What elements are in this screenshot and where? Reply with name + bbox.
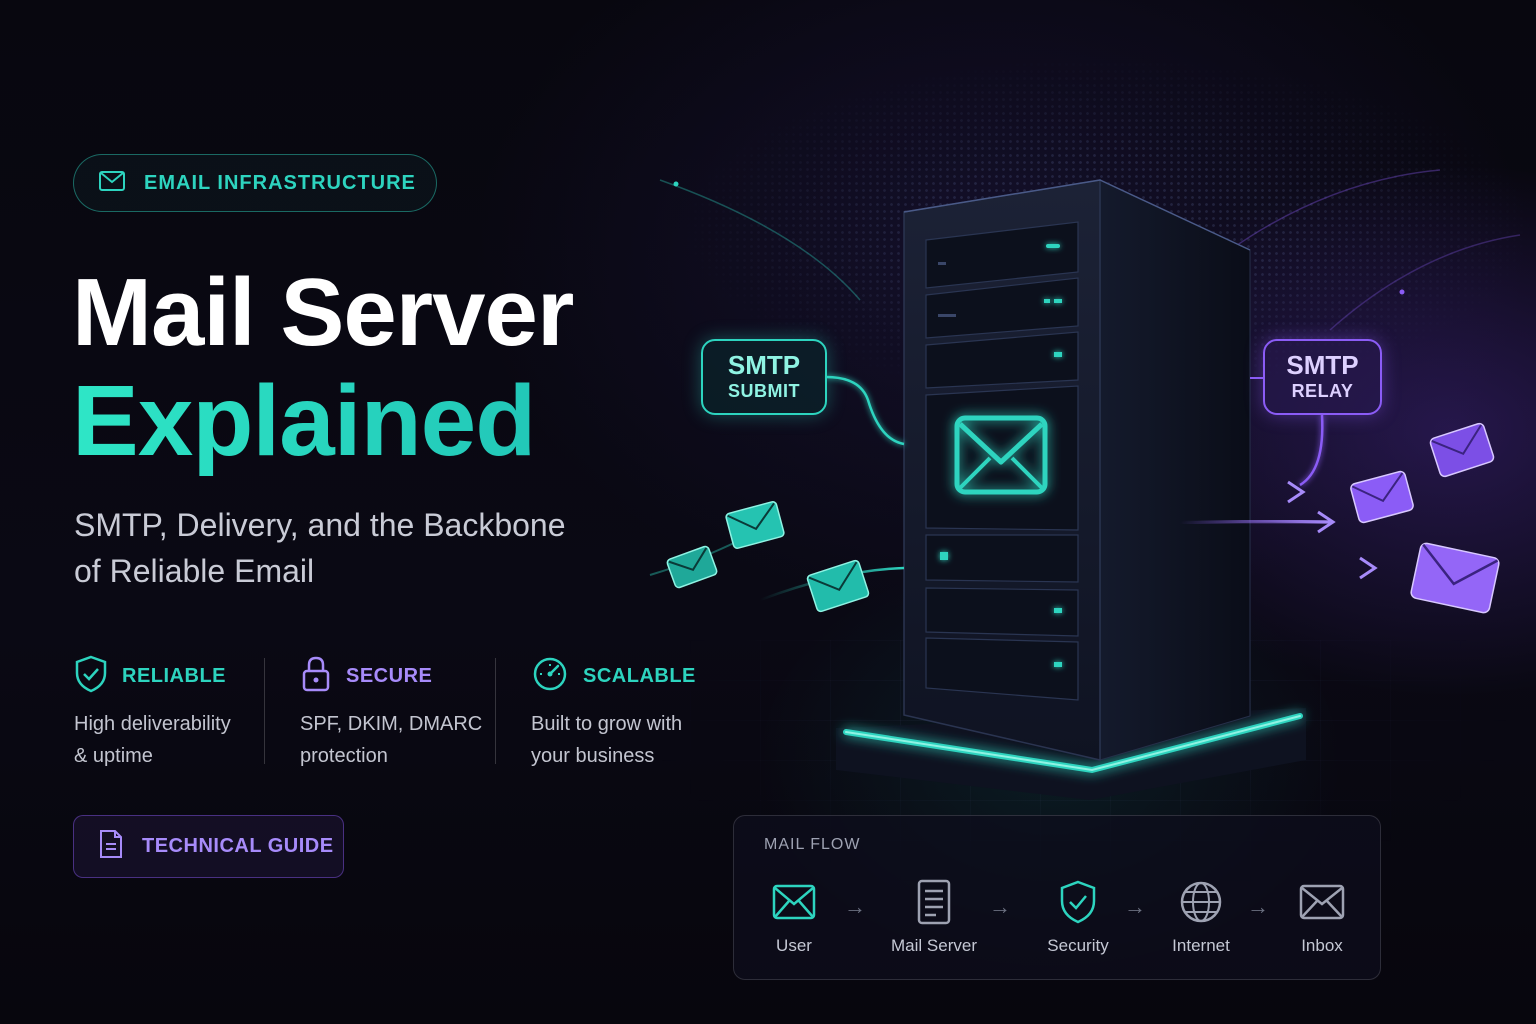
flow-step-caption: Inbox [1301,936,1343,955]
mail-flow-label: MAIL FLOW [764,836,861,853]
tower-side [1099,179,1251,761]
envelope-icon [734,876,854,928]
subtitle-line2: of Reliable Email [74,553,315,589]
flow-step-caption: Security [1047,936,1109,955]
shield-check-icon [1018,876,1138,928]
envelope-icon [1262,876,1382,928]
feature-name: SCALABLE [583,664,696,687]
flow-step-internet: Internet [1141,876,1261,956]
tag-line1: SMTP [727,350,801,380]
smtp-submit-tag: SMTP SUBMIT [701,339,827,415]
divider [264,658,265,764]
feature-desc: protection [300,745,388,767]
headline-line1: Mail Server [72,259,574,366]
feature-reliable: RELIABLE High deliverability & uptime [74,655,231,772]
feature-desc: SPF, DKIM, DMARC [300,713,483,735]
feature-desc: High deliverability [74,713,231,735]
envelope-icon [98,170,126,197]
flow-arrow: → [844,894,866,919]
subtitle-line1: SMTP, Delivery, and the Backbone [74,507,566,543]
flow-step-inbox: Inbox [1262,876,1382,956]
document-icon [98,829,124,864]
feature-name: SECURE [346,664,433,687]
globe-icon [1141,876,1261,928]
flow-step-caption: Internet [1172,936,1230,955]
feature-secure: SECURE SPF, DKIM, DMARC protection [300,656,482,772]
feature-desc: Built to grow with [531,713,683,735]
tag-line2: RELAY [1291,381,1354,401]
flow-step-mail-server: Mail Server [874,876,994,956]
incoming-envelopes [666,501,870,613]
email-infrastructure-badge: EMAIL INFRASTRUCTURE [73,154,437,212]
flow-arrow: → [1124,894,1146,919]
tag-line2: SUBMIT [728,381,800,401]
feature-desc: your business [531,745,655,767]
tag-line1: SMTP [1286,350,1359,380]
padlock-icon [300,655,332,698]
flow-step-user: User [734,876,854,956]
shield-check-icon [74,655,108,698]
flow-step-security: Security [1018,876,1138,956]
mail-flow-panel: MAIL FLOW User → Mail Server → Security … [733,815,1381,980]
smtp-relay-tag: SMTP RELAY [1263,339,1382,415]
headline-line2: Explained [72,365,536,477]
flow-arrow: → [989,894,1011,919]
outgoing-envelopes [1350,422,1500,614]
server-envelope-icon [954,415,1048,495]
feature-name: RELIABLE [122,664,226,687]
divider [495,658,496,764]
feature-list: RELIABLE High deliverability & uptime SE… [74,655,714,767]
flow-step-caption: Mail Server [891,936,977,955]
guide-label: TECHNICAL GUIDE [142,835,334,857]
technical-guide-button[interactable]: TECHNICAL GUIDE [73,815,344,878]
flow-arrow: → [1247,894,1269,919]
speedometer-icon [531,655,569,698]
flow-step-caption: User [776,936,812,955]
badge-label: EMAIL INFRASTRUCTURE [144,171,416,194]
subtitle: SMTP, Delivery, and the Backbone of Reli… [74,502,634,594]
feature-scalable: SCALABLE Built to grow with your busines… [531,656,696,772]
status-leds [940,244,1062,667]
feature-desc: & uptime [74,745,153,767]
server-document-icon [874,876,994,928]
